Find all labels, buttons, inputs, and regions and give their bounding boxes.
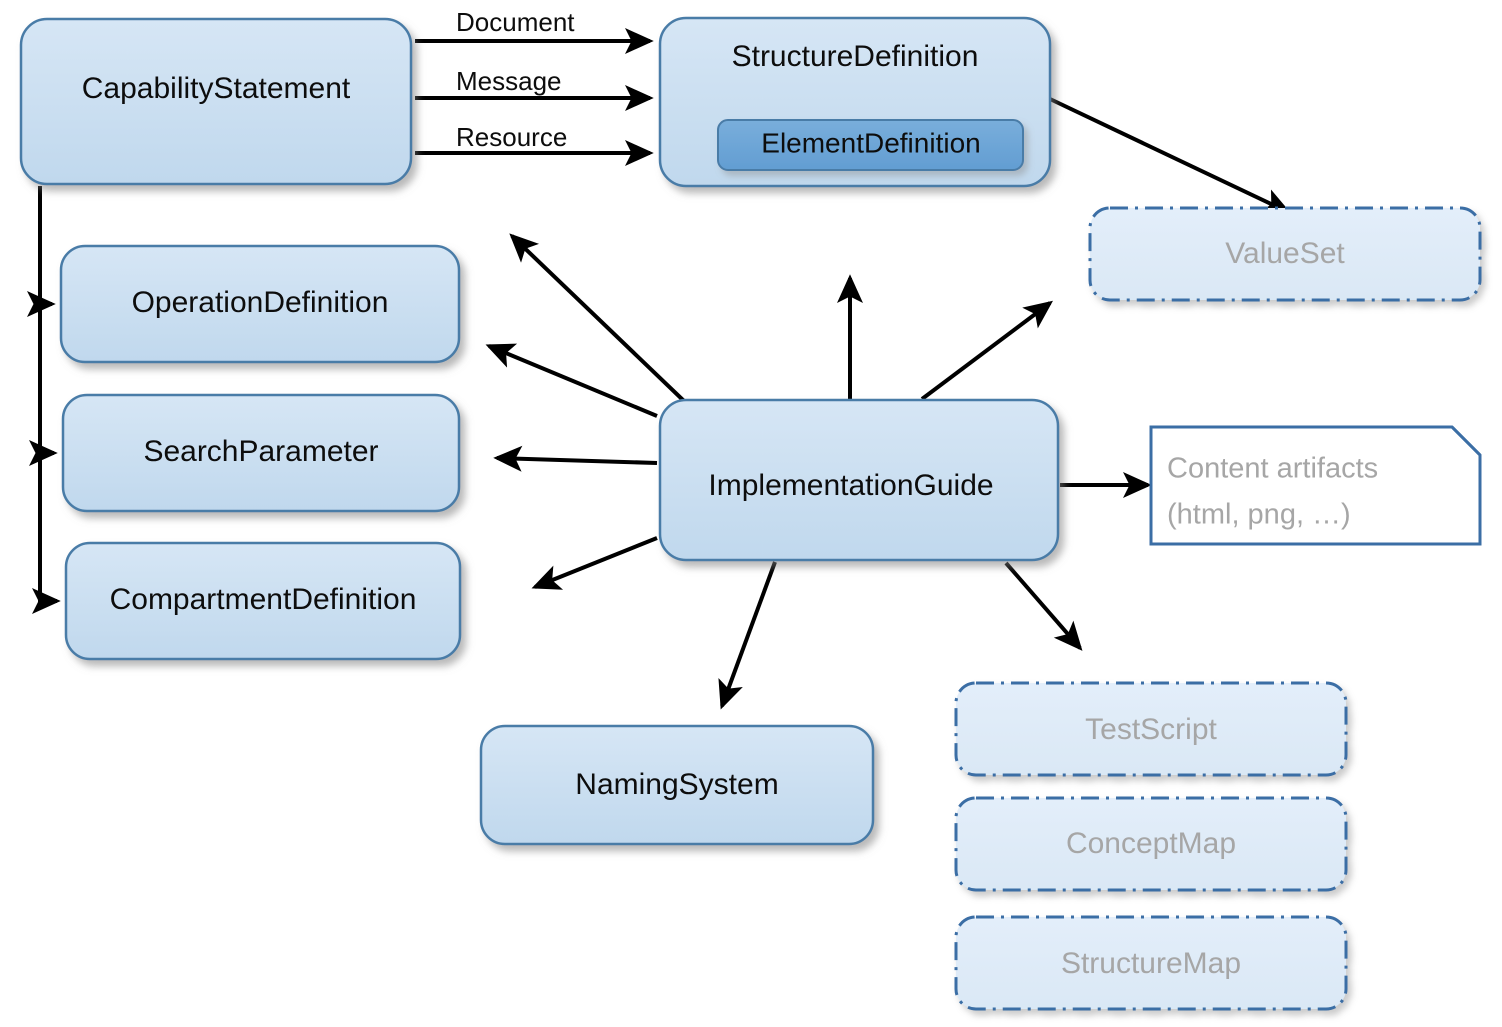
edge-label-cs-to-sd-resource: Resource — [456, 122, 567, 152]
edge-line — [1049, 97, 1292, 214]
edge-line — [32, 453, 61, 614]
node-compartment-definition[interactable] — [64, 541, 462, 661]
node-label-operation-definition: OperationDefinition — [132, 286, 389, 319]
edge-line — [920, 300, 1053, 401]
node-element-definition[interactable] — [717, 119, 1024, 171]
node-label-naming-system: NamingSystem — [575, 768, 778, 801]
node-label-value-set: ValueSet — [1225, 237, 1345, 270]
edge-ig-to-naming-system — [718, 561, 777, 710]
node-shape — [19, 17, 413, 186]
node-label-test-script: TestScript — [1085, 713, 1217, 746]
edge-line — [509, 233, 686, 403]
note-line-2: (html, png, …) — [1167, 499, 1351, 531]
note-content-artifacts[interactable] — [1149, 425, 1482, 546]
node-shape — [954, 796, 1348, 892]
node-label-compartment-definition: CompartmentDefinition — [110, 583, 417, 616]
node-operation-definition[interactable] — [59, 244, 461, 364]
node-label-structure-definition: StructureDefinition — [732, 40, 979, 73]
node-concept-map[interactable] — [954, 796, 1348, 892]
edge-cs-to-compartment-definition — [32, 453, 61, 614]
node-label-search-parameter: SearchParameter — [143, 435, 378, 468]
edge-line — [718, 561, 777, 710]
note-line-1: Content artifacts — [1167, 453, 1378, 485]
edge-label-cs-to-sd-message: Message — [456, 66, 562, 96]
edge-ig-to-value-set — [920, 300, 1053, 401]
node-label-implementation-guide: ImplementationGuide — [708, 469, 993, 502]
node-shape — [1088, 206, 1482, 302]
nodes-layer — [19, 16, 1482, 1011]
note-shape — [1149, 425, 1482, 546]
edge-cs-to-operation-definition — [27, 186, 56, 317]
edge-ig-to-operation-definition — [485, 343, 658, 418]
edge-ig-to-test-script — [1004, 561, 1083, 651]
edges-layer — [27, 28, 1292, 710]
edge-line — [29, 304, 58, 466]
edge-cs-to-search-parameter — [29, 304, 58, 466]
edge-line — [493, 445, 658, 472]
node-shape — [59, 244, 461, 364]
node-shape — [64, 541, 462, 661]
node-label-capability-statement: CapabilityStatement — [82, 72, 351, 105]
edge-ig-to-search-parameter — [493, 445, 658, 472]
edge-line — [485, 343, 658, 418]
edge-label-cs-to-sd-document: Document — [456, 7, 575, 37]
node-shape — [61, 393, 461, 513]
edge-line — [1004, 561, 1083, 651]
edge-line — [531, 536, 658, 590]
node-search-parameter[interactable] — [61, 393, 461, 513]
node-shape — [954, 915, 1348, 1011]
node-shape — [658, 398, 1060, 562]
node-label-concept-map: ConceptMap — [1066, 827, 1236, 860]
node-structure-map[interactable] — [954, 915, 1348, 1011]
node-naming-system[interactable] — [479, 724, 875, 846]
edge-ig-to-structure-definition — [509, 233, 686, 403]
edge-ig-to-compartment-definition — [531, 536, 658, 590]
node-test-script[interactable] — [954, 681, 1348, 777]
node-value-set[interactable] — [1088, 206, 1482, 302]
node-shape — [717, 119, 1024, 171]
edge-sd-to-value-set — [1049, 97, 1292, 214]
note-fold-icon — [1450, 425, 1482, 457]
edge-line — [27, 186, 56, 317]
node-shape — [954, 681, 1348, 777]
node-capability-statement[interactable] — [19, 17, 413, 186]
node-label-element-definition: ElementDefinition — [761, 127, 980, 158]
node-shape — [479, 724, 875, 846]
node-label-structure-map: StructureMap — [1061, 947, 1241, 980]
node-implementation-guide[interactable] — [658, 398, 1060, 562]
